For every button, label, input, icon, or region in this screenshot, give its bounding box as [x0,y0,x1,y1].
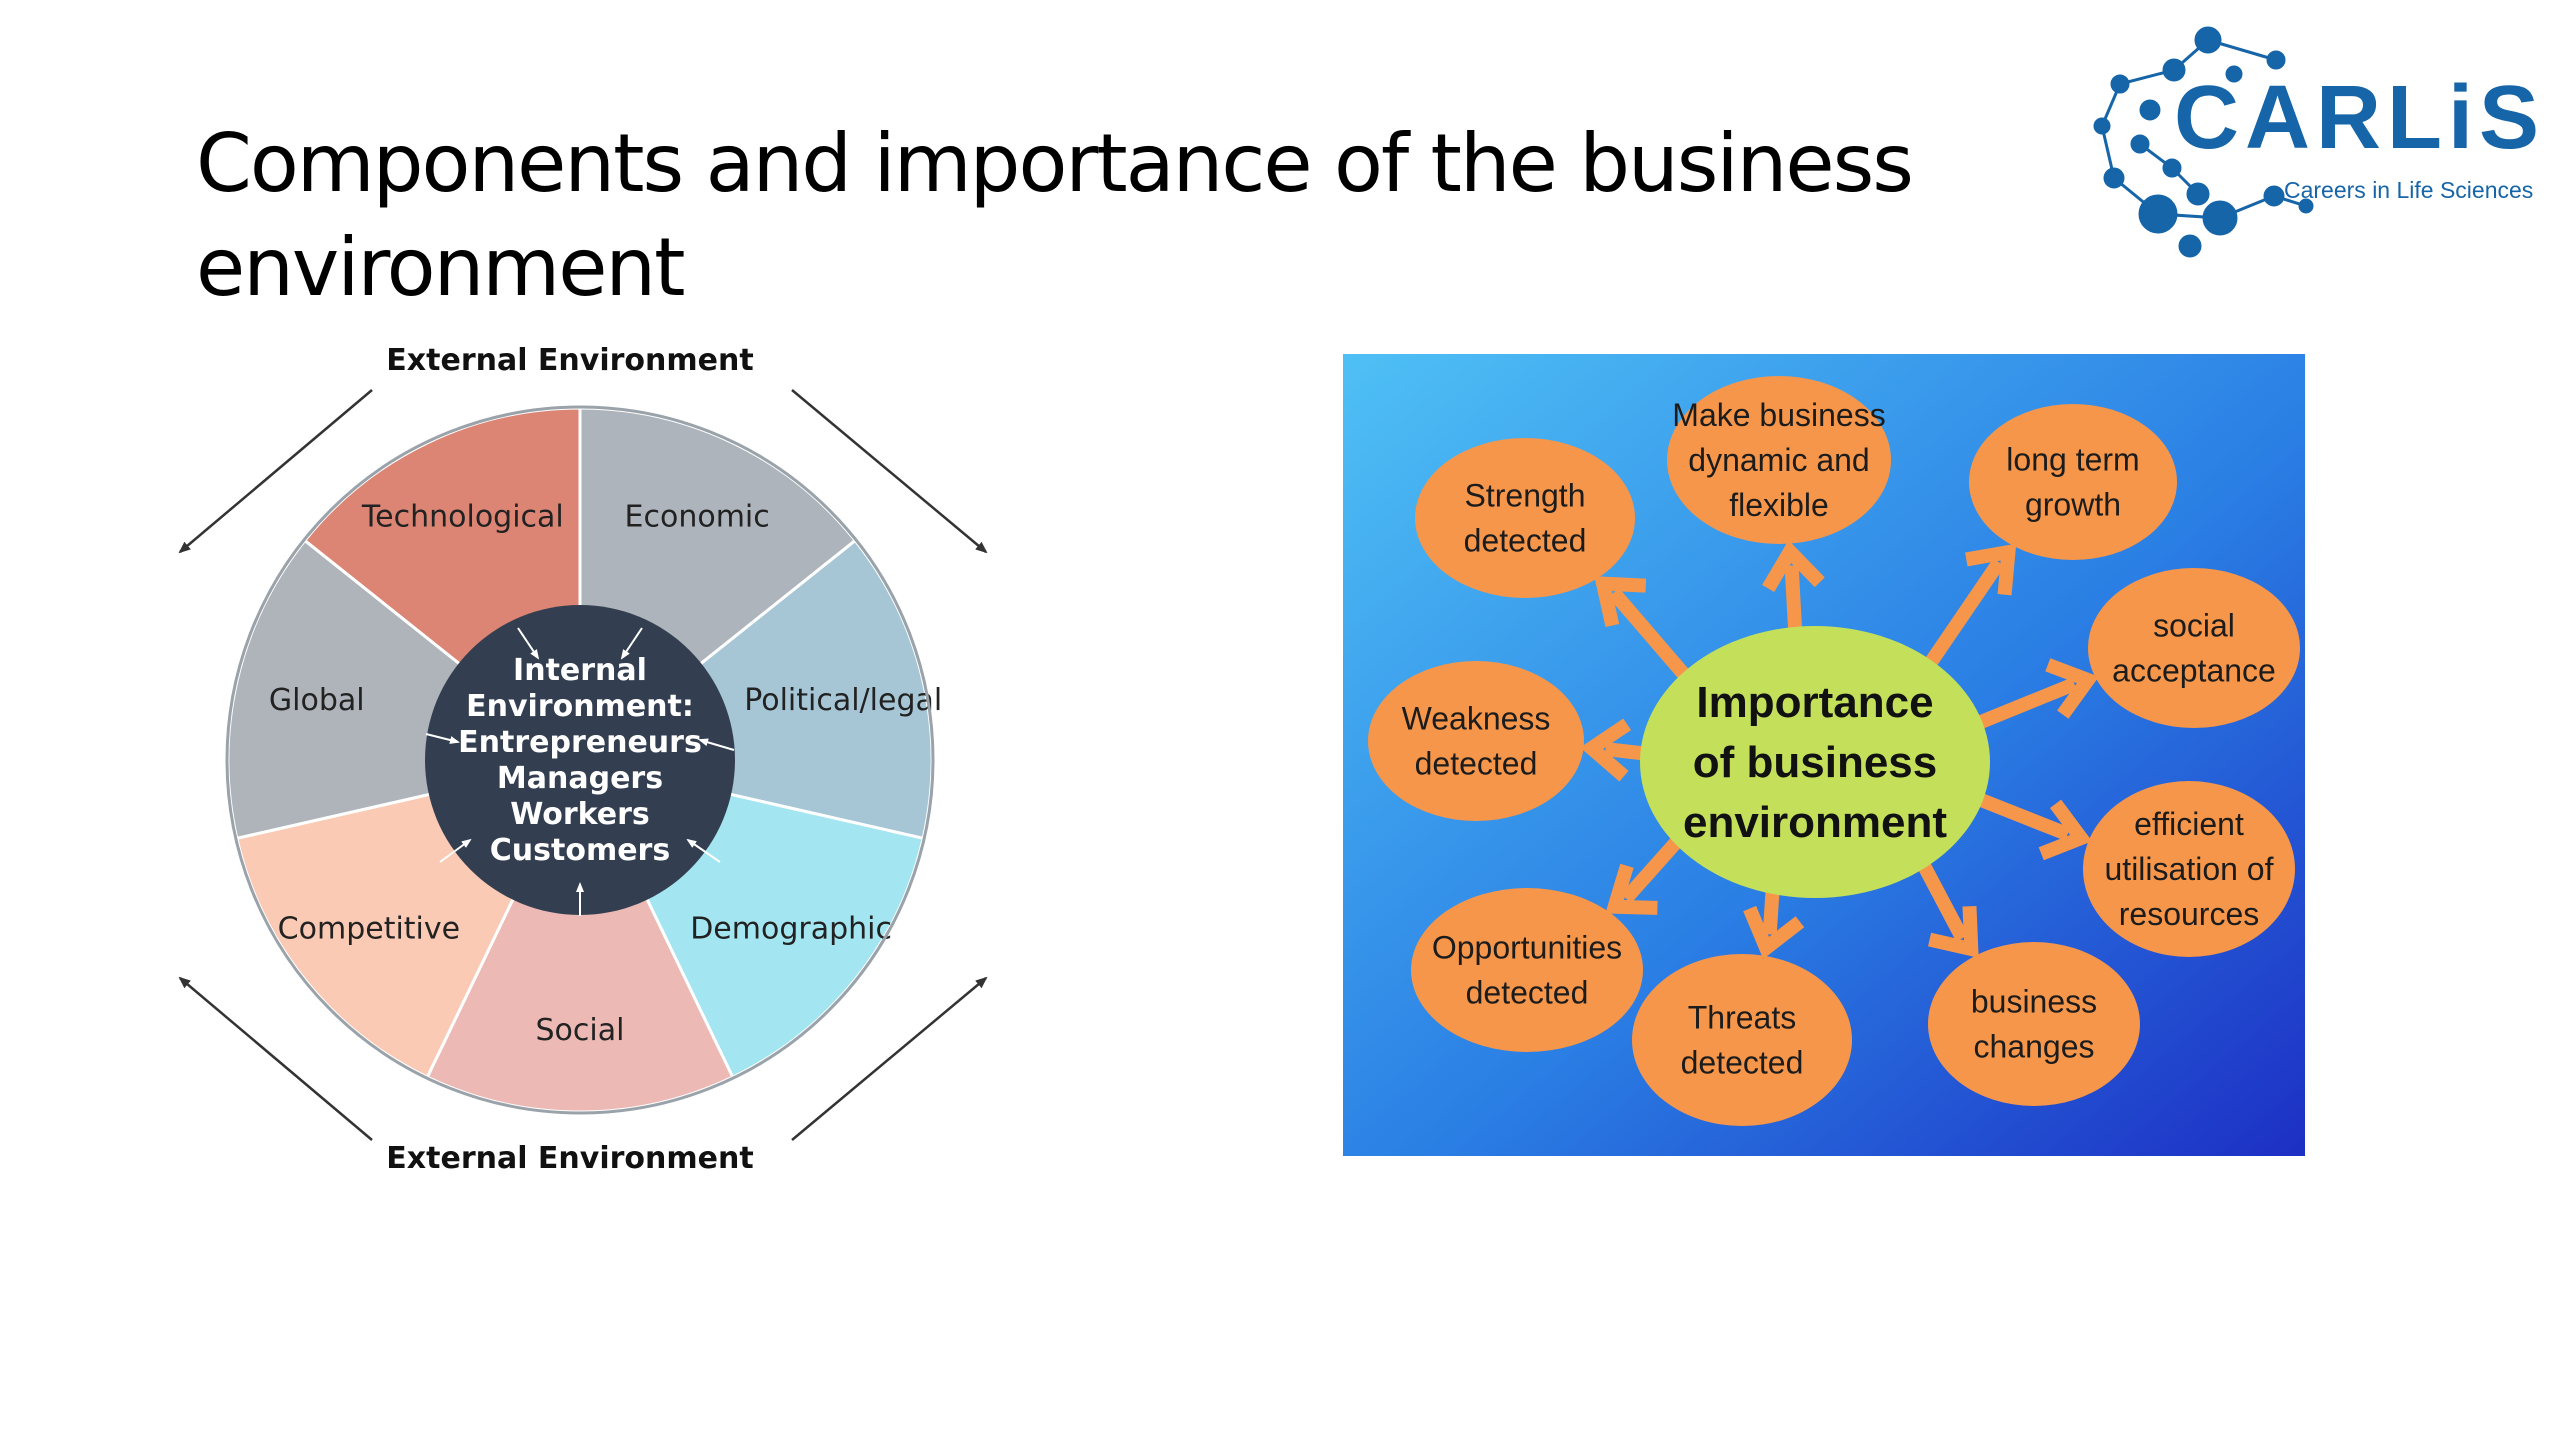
arrowhead [1762,540,1825,593]
node-label-line: Make business [1672,397,1885,433]
center-line: Customers [490,833,670,868]
node-label-line: long term [2006,442,2139,478]
external-environment-bottom: External Environment [386,1141,753,1176]
center-label-line: Importance [1696,678,1933,727]
center-line: Managers [497,761,663,796]
node-bubble [2083,781,2295,957]
segment-label-competitive: Competitive [278,911,460,946]
node-label-line: business [1971,984,2097,1020]
node-label-business-changes: business changes [1971,984,2097,1065]
arrow-to-node [1784,565,1803,635]
arrowhead [1580,718,1632,782]
external-environment-top: External Environment [386,343,753,378]
carlis-logo: CARLiS Careers in Life Sciences [2093,26,2545,258]
importance-nodes: Make business dynamic and flexible long ter… [1368,376,2300,1126]
node-label-line: detected [1415,746,1538,782]
segment-label-social: Social [536,1013,625,1048]
arrowhead [1928,905,1979,958]
outer-ring [225,405,935,1115]
center-line: Entrepreneurs [458,725,702,760]
node-label-long-term-growth: long term growth [2006,442,2139,523]
node-label-weakness-detected: Weakness detected [1402,701,1551,782]
node-bubble [1928,942,2140,1106]
external-arrows [178,389,988,1141]
title-line-1: Components and importance of the busines… [196,117,1914,210]
importance-of-business-environment-diagram: Make business dynamic and flexible long ter… [1343,354,2305,1156]
segment-label-political-legal: Political/legal [744,683,942,718]
node-bubble [1969,404,2177,560]
node-label-line: changes [1974,1029,2095,1065]
node-label-line: detected [1681,1045,1804,1081]
node-bubble [1415,438,1635,598]
node-bubble [1632,954,1852,1126]
node-label-social-acceptance: social acceptance [2112,608,2276,689]
segment-label-demographic: Demographic [690,911,892,946]
arrow-to-node [1915,857,1969,942]
importance-center-label: Importance of business environment [1683,678,1947,847]
center-line: Workers [510,797,650,832]
arrow-to-node [1620,832,1686,904]
segment-label-technological: Technological [361,500,564,535]
center-line: Internal [513,653,647,688]
node-label-line: detected [1464,523,1587,559]
center-label-line: environment [1683,798,1947,847]
node-label-line: Opportunities [1432,930,1622,966]
node-label-efficient-utilisation-of-resources: efficient utilisation of resources [2105,806,2274,932]
node-label-strength-detected: Strength detected [1464,478,1587,559]
arrowhead [1743,905,1805,960]
node-label-line: resources [2119,896,2260,932]
arrowhead [2045,658,2099,719]
node-label-line: detected [1466,975,1589,1011]
importance-arrows [1580,540,2099,960]
node-label-line: acceptance [2112,653,2276,689]
node-label-line: dynamic and [1688,442,1869,478]
arrow-to-node [1762,886,1780,935]
node-label-line: Weakness [1402,701,1551,737]
inner-arrows [425,627,735,916]
importance-center-bubble [1640,626,1990,898]
node-label-opportunities-detected: Opportunities detected [1432,930,1622,1011]
node-label-line: utilisation of [2105,851,2274,887]
molecule-dots-icon [2093,26,2314,258]
node-label-make-business-dynamic-and-flexible: Make business dynamic and flexible [1672,397,1885,523]
node-label-line: growth [2025,487,2121,523]
arrow-to-node [1972,791,2071,841]
arrowhead [1965,543,2017,596]
arrow-to-node [1921,558,2005,671]
business-environment-wheel: Technological EconomicPolitical/legalDemo… [178,343,988,1176]
node-label-line: social [2153,608,2235,644]
title-line-2: environment [196,221,685,314]
node-label-line: flexible [1729,487,1829,523]
logo-name: CARLiS [2174,68,2545,168]
node-bubble [1411,888,1643,1052]
arrowhead [1605,863,1658,915]
node-bubble [1368,661,1584,821]
segment-label-economic: Economic [625,500,770,535]
node-bubble [1667,376,1891,544]
internal-environment-circle [425,605,735,915]
arrow-to-node [1608,588,1694,684]
logo-tagline: Careers in Life Sciences [2284,177,2533,203]
node-label-line: Threats [1688,1000,1796,1036]
segment-label-global: Global [269,683,365,718]
center-label-line: of business [1693,738,1938,787]
node-label-line: efficient [2134,806,2244,842]
node-label-line: Strength [1465,478,1586,514]
arrowhead [1594,576,1647,627]
arrow-to-node [1971,677,2078,732]
center-line: Environment: [466,689,694,724]
node-label-threats-detected: Threats detected [1681,1000,1804,1081]
arrowhead [2038,799,2093,861]
slide-title: Components and importance of the busines… [196,112,1996,320]
node-bubble [2088,568,2300,728]
